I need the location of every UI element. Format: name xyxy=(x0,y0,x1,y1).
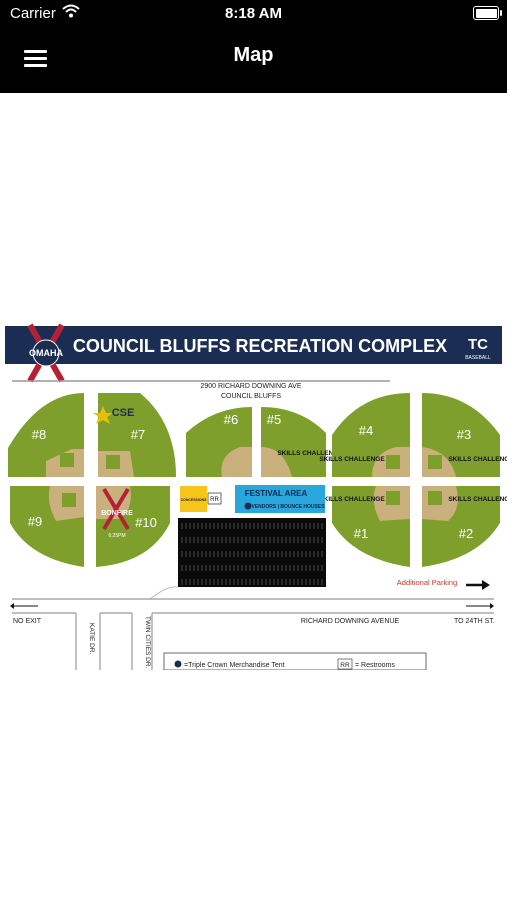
star-icon xyxy=(93,406,113,424)
skills-challenge-5: SKILLS CHALLENGE xyxy=(277,450,343,457)
field-5-label: #5 xyxy=(267,412,281,427)
legend-merch-label: =Triple Crown Merchandise Tent xyxy=(184,662,285,669)
field-8: #8 xyxy=(8,393,84,477)
no-exit-label: NO EXIT xyxy=(13,618,42,625)
bonfire-label: BONFIRE xyxy=(101,510,133,517)
twin-cities-dr-label: TWIN CITIES DR. xyxy=(144,616,151,669)
parking-stalls xyxy=(181,523,323,585)
skills-challenge-3: SKILLS CHALLENGE xyxy=(448,456,507,463)
richard-downing-ave-label: RICHARD DOWNING AVENUE xyxy=(301,618,400,625)
legend-box xyxy=(163,652,427,670)
top-bar: Carrier 8:18 AM Map xyxy=(0,0,507,93)
address-line1: 2900 RICHARD DOWNING AVE xyxy=(200,383,301,390)
field-9-label: #9 xyxy=(28,514,42,529)
map-image[interactable]: OMAHA COUNCIL BLUFFS RECREATION COMPLEX … xyxy=(0,323,507,670)
bonfire-logo: BONFIRE 6:25PM xyxy=(101,487,133,539)
map-header-title: COUNCIL BLUFFS RECREATION COMPLEX xyxy=(73,336,447,356)
field-2: #2 SKILLS CHALLENGE xyxy=(422,486,507,567)
parking-lot xyxy=(178,518,326,587)
field-3-label: #3 xyxy=(457,427,471,442)
festival-subtitle: VENDORS | BOUNCE HOUSES xyxy=(251,504,325,510)
skills-challenge-1: SKILLS CHALLENGE xyxy=(319,496,385,503)
page-title: Map xyxy=(233,44,274,66)
map-header-banner xyxy=(5,326,502,364)
restroom-label: RR xyxy=(210,497,219,503)
merch-tent-icon xyxy=(244,502,252,510)
right-logo-letters: TC xyxy=(468,336,488,353)
address-line2: COUNCIL BLUFFS xyxy=(221,393,281,400)
hamburger-menu-icon[interactable] xyxy=(24,50,47,68)
field-1: #1 SKILLS CHALLENGE xyxy=(319,486,410,567)
concessions-label: CONCESSIONS xyxy=(181,498,208,502)
field-9: #9 xyxy=(10,486,84,567)
legend-merch-icon xyxy=(174,660,182,668)
concessions-stand xyxy=(180,486,207,512)
carrier-label: Carrier xyxy=(10,5,56,22)
skills-challenge-2: SKILLS CHALLENGE xyxy=(448,496,507,503)
field-2-label: #2 xyxy=(459,526,473,541)
right-logo-sub: BASEBALL xyxy=(465,355,491,361)
to-street-label: TO 24TH ST. xyxy=(454,618,495,625)
sponsor-label: CSE xyxy=(112,407,135,419)
restroom-box xyxy=(207,492,222,505)
legend-rr-box: RR xyxy=(340,662,350,669)
field-6-label: #6 xyxy=(224,412,238,427)
triple-crown-logo: TC BASEBALL xyxy=(465,336,491,361)
omaha-logo: OMAHA xyxy=(27,323,65,383)
field-1-label: #1 xyxy=(354,526,368,541)
field-6: #6 xyxy=(186,407,252,477)
field-5: #5 SKILLS CHALLENGE xyxy=(261,407,343,477)
field-7-label: #7 xyxy=(131,427,145,442)
bonfire-time: 6:25PM xyxy=(108,533,125,539)
field-10: #10 BONFIRE 6:25PM xyxy=(96,486,170,567)
festival-title: FESTIVAL AREA xyxy=(245,489,308,498)
field-4: #4 SKILLS CHALLENGE xyxy=(319,393,410,477)
wifi-icon xyxy=(62,4,80,18)
field-7: #7 CSE xyxy=(93,393,176,477)
field-10-label: #10 xyxy=(135,515,157,530)
legend-restrooms-label: = Restrooms xyxy=(355,662,395,669)
status-bar: Carrier 8:18 AM xyxy=(0,0,507,28)
field-3: #3 SKILLS CHALLENGE xyxy=(422,393,507,477)
field-4-label: #4 xyxy=(359,423,373,438)
field-8-label: #8 xyxy=(32,427,46,442)
battery-icon xyxy=(473,6,502,20)
additional-parking-label: Additional Parking xyxy=(397,578,457,587)
katie-dr-label: KATIE DR. xyxy=(88,623,95,654)
clock: 8:18 AM xyxy=(225,5,282,22)
skills-challenge-4: SKILLS CHALLENGE xyxy=(319,456,385,463)
left-logo-text: OMAHA xyxy=(29,348,63,358)
